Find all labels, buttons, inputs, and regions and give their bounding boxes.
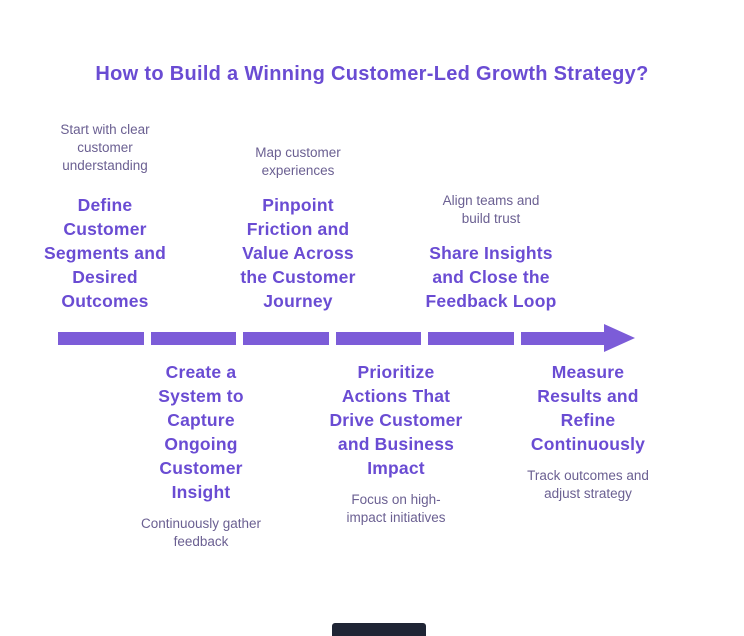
step-caption: Focus on high- impact initiatives xyxy=(346,492,446,525)
page-title: How to Build a Winning Customer-Led Grow… xyxy=(95,63,649,85)
footer-logo-bar xyxy=(332,623,426,636)
step-caption: Align teams and build trust xyxy=(442,193,540,226)
arrow-segment xyxy=(428,332,514,345)
arrow-segment xyxy=(243,332,329,345)
arrow-segment xyxy=(520,332,606,345)
step-caption: Map customer experiences xyxy=(255,145,341,178)
arrow-segment xyxy=(335,332,421,345)
step-title: Share Insights and Close the Feedback Lo… xyxy=(425,243,557,311)
step-title: Measure Results and Refine Continuously xyxy=(530,362,646,454)
arrow-segment xyxy=(58,332,144,345)
step-caption: Start with clear customer understanding xyxy=(60,122,150,173)
step-caption: Track outcomes and adjust strategy xyxy=(527,468,649,501)
step-caption: Continuously gather feedback xyxy=(140,516,262,549)
arrow-segment xyxy=(150,332,236,345)
timeline-arrow-line xyxy=(58,332,606,345)
arrow-head-icon xyxy=(604,324,635,352)
step-title: Prioritize Actions That Drive Customer a… xyxy=(329,362,463,478)
step-title: Create a System to Capture Ongoing Custo… xyxy=(158,362,244,502)
step-title: Pinpoint Friction and Value Across the C… xyxy=(240,195,356,311)
step-title: Define Customer Segments and Desired Out… xyxy=(43,195,166,311)
